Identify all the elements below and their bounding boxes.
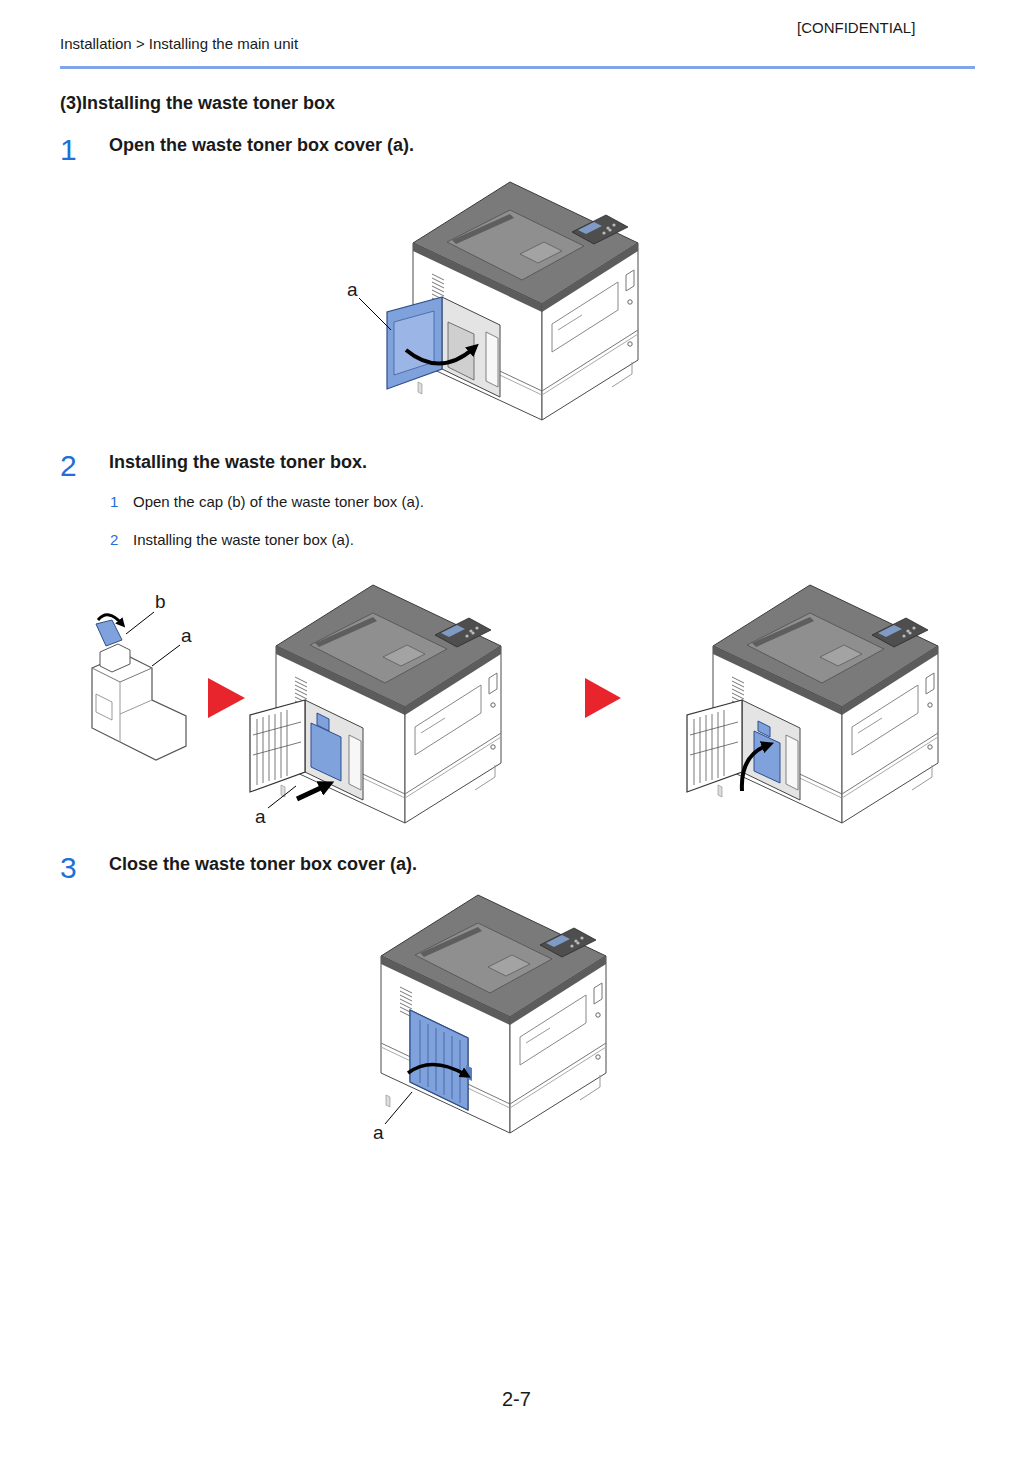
printer-figure <box>381 895 606 1133</box>
callout-letter: b <box>155 591 166 614</box>
step-number: 2 <box>60 448 77 484</box>
step-number: 3 <box>60 850 77 886</box>
confidential-mark: [CONFIDENTIAL] <box>797 19 915 37</box>
substep-number: 1 <box>110 493 118 511</box>
substep-text: Installing the waste toner box (a). <box>133 531 354 549</box>
callout-letter: a <box>373 1122 384 1145</box>
substep-text: Open the cap (b) of the waste toner box … <box>133 493 424 511</box>
substep-number: 2 <box>110 531 118 549</box>
printer-figure <box>387 182 638 420</box>
callout-letter: a <box>255 806 266 829</box>
step-heading: Open the waste toner box cover (a). <box>109 135 414 157</box>
step-heading: Installing the waste toner box. <box>109 452 367 474</box>
header-path: Installation > Installing the main unit <box>60 35 298 53</box>
next-arrow <box>585 678 621 718</box>
section-title: (3)Installing the waste toner box <box>60 93 335 115</box>
waste-toner-box <box>92 615 186 760</box>
next-arrow <box>208 678 245 718</box>
callout-letter: a <box>181 625 192 648</box>
step-number: 1 <box>60 132 77 168</box>
printer-figure <box>250 585 501 823</box>
step-heading: Close the waste toner box cover (a). <box>109 854 417 876</box>
callout-letter: a <box>347 279 358 302</box>
printer-figure <box>687 585 938 823</box>
page-number: 2-7 <box>502 1387 531 1411</box>
